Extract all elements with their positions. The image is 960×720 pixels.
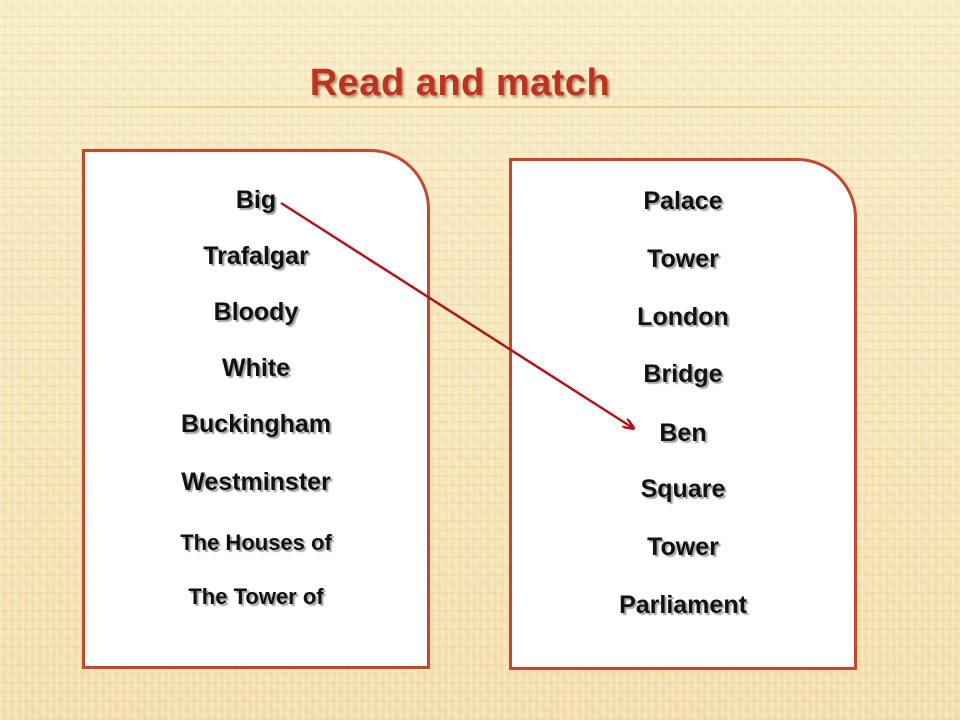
left-word-westminster[interactable]: Westminster bbox=[181, 468, 331, 496]
title-divider bbox=[40, 106, 920, 108]
left-word-buckingham[interactable]: Buckingham bbox=[180, 410, 332, 438]
right-word-ben[interactable]: Ben bbox=[659, 419, 707, 447]
left-word-tower-of[interactable]: The Tower of bbox=[188, 584, 324, 609]
left-word-card: Big Trafalgar Bloody White Buckingham We… bbox=[82, 149, 430, 669]
right-word-square[interactable]: Square bbox=[640, 475, 726, 503]
left-word-white[interactable]: White bbox=[221, 354, 291, 382]
right-word-bridge[interactable]: Bridge bbox=[643, 360, 723, 388]
right-word-tower-2[interactable]: Tower bbox=[647, 533, 719, 561]
left-word-trafalgar[interactable]: Trafalgar bbox=[203, 242, 309, 270]
left-word-houses-of[interactable]: The Houses of bbox=[180, 530, 332, 555]
left-word-big[interactable]: Big bbox=[235, 186, 277, 214]
right-word-parliament[interactable]: Parliament bbox=[619, 591, 747, 619]
right-word-london[interactable]: London bbox=[637, 303, 729, 331]
slide-title: Read and match bbox=[309, 62, 611, 104]
right-word-tower[interactable]: Tower bbox=[647, 245, 719, 273]
right-word-palace[interactable]: Palace bbox=[643, 187, 723, 215]
right-word-card: Palace Tower London Bridge Ben Square To… bbox=[509, 158, 857, 670]
left-word-bloody[interactable]: Bloody bbox=[213, 298, 299, 326]
